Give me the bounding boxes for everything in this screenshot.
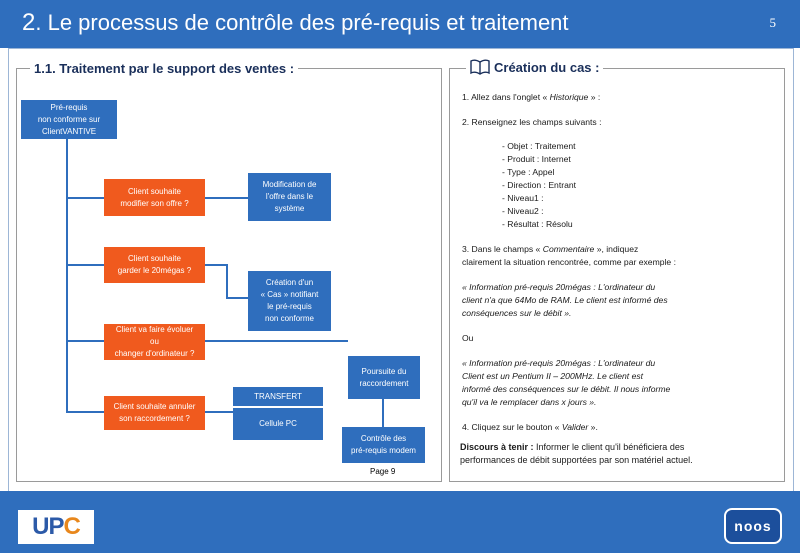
flow-start-box: Pré-requis non conforme sur ClientVANTIV… bbox=[21, 100, 117, 139]
transfer-title: TRANSFERT bbox=[233, 387, 323, 406]
step-2: 2. Renseignez les champs suivants : bbox=[462, 117, 602, 127]
field-list: - Objet : Traitement - Produit : Interne… bbox=[502, 141, 577, 229]
page-footer: Page 9 bbox=[370, 467, 396, 476]
footer-bar bbox=[0, 491, 800, 553]
flow-end-box: Contrôle des pré-requis modem bbox=[342, 427, 425, 463]
step-3: 3. Dans le champs « Commentaire », indiq… bbox=[462, 244, 676, 267]
decision-cancel-connection: Client souhaite annuler son raccordement… bbox=[104, 396, 205, 430]
right-panel-legend: Création du cas : bbox=[466, 59, 604, 75]
connector-line bbox=[205, 197, 248, 199]
connector-line bbox=[66, 411, 104, 413]
example-1: « Information pré-requis 20mégas : L'ord… bbox=[462, 282, 668, 318]
connector-line bbox=[205, 264, 227, 266]
connector-line bbox=[66, 340, 104, 342]
connector-line bbox=[205, 411, 233, 413]
right-panel bbox=[449, 68, 785, 482]
header-bar: 2. Le processus de contrôle des pré-requ… bbox=[0, 0, 800, 48]
action-modify-offer: Modification de l'offre dans le système bbox=[248, 173, 331, 221]
connector-line bbox=[226, 297, 248, 299]
page-number: 5 bbox=[769, 15, 777, 30]
page-title: 2. Le processus de contrôle des pré-requ… bbox=[22, 9, 569, 36]
left-panel-title: 1.1. Traitement par le support des vente… bbox=[30, 61, 299, 76]
right-panel-title: Création du cas : bbox=[494, 60, 600, 75]
action-create-case: Création d'un « Cas » notifiant le pré-r… bbox=[248, 271, 331, 331]
decision-modify-offer: Client souhaite modifier son offre ? bbox=[104, 179, 205, 216]
connector-line bbox=[66, 264, 104, 266]
step-1: 1. Allez dans l'onglet « Historique » : bbox=[462, 92, 601, 102]
decision-change-computer: Client va faire évoluer ou changer d'ord… bbox=[104, 324, 205, 360]
step-4: 4. Cliquez sur le bouton « Valider ». bbox=[462, 422, 598, 432]
transfer-cell: Cellule PC bbox=[233, 408, 323, 440]
discourse-text: Informer le client qu'il bénéficiera des… bbox=[460, 442, 693, 465]
connector-line bbox=[382, 399, 384, 427]
book-icon bbox=[470, 59, 490, 75]
discourse: Discours à tenir : Informer le client qu… bbox=[460, 441, 693, 467]
connector-line bbox=[66, 139, 68, 412]
noos-logo: noos bbox=[724, 508, 782, 544]
connector-line bbox=[226, 264, 228, 298]
connector-line bbox=[205, 340, 348, 342]
example-2: « Information pré-requis 20mégas : L'ord… bbox=[462, 358, 671, 407]
or-label: Ou bbox=[462, 333, 474, 343]
connector-line bbox=[66, 197, 104, 199]
discourse-label: Discours à tenir : bbox=[460, 442, 534, 452]
action-continue-connection: Poursuite du raccordement bbox=[348, 356, 420, 399]
transfer-box: TRANSFERT Cellule PC bbox=[233, 387, 323, 440]
decision-keep-20megas: Client souhaite garder le 20mégas ? bbox=[104, 247, 205, 283]
